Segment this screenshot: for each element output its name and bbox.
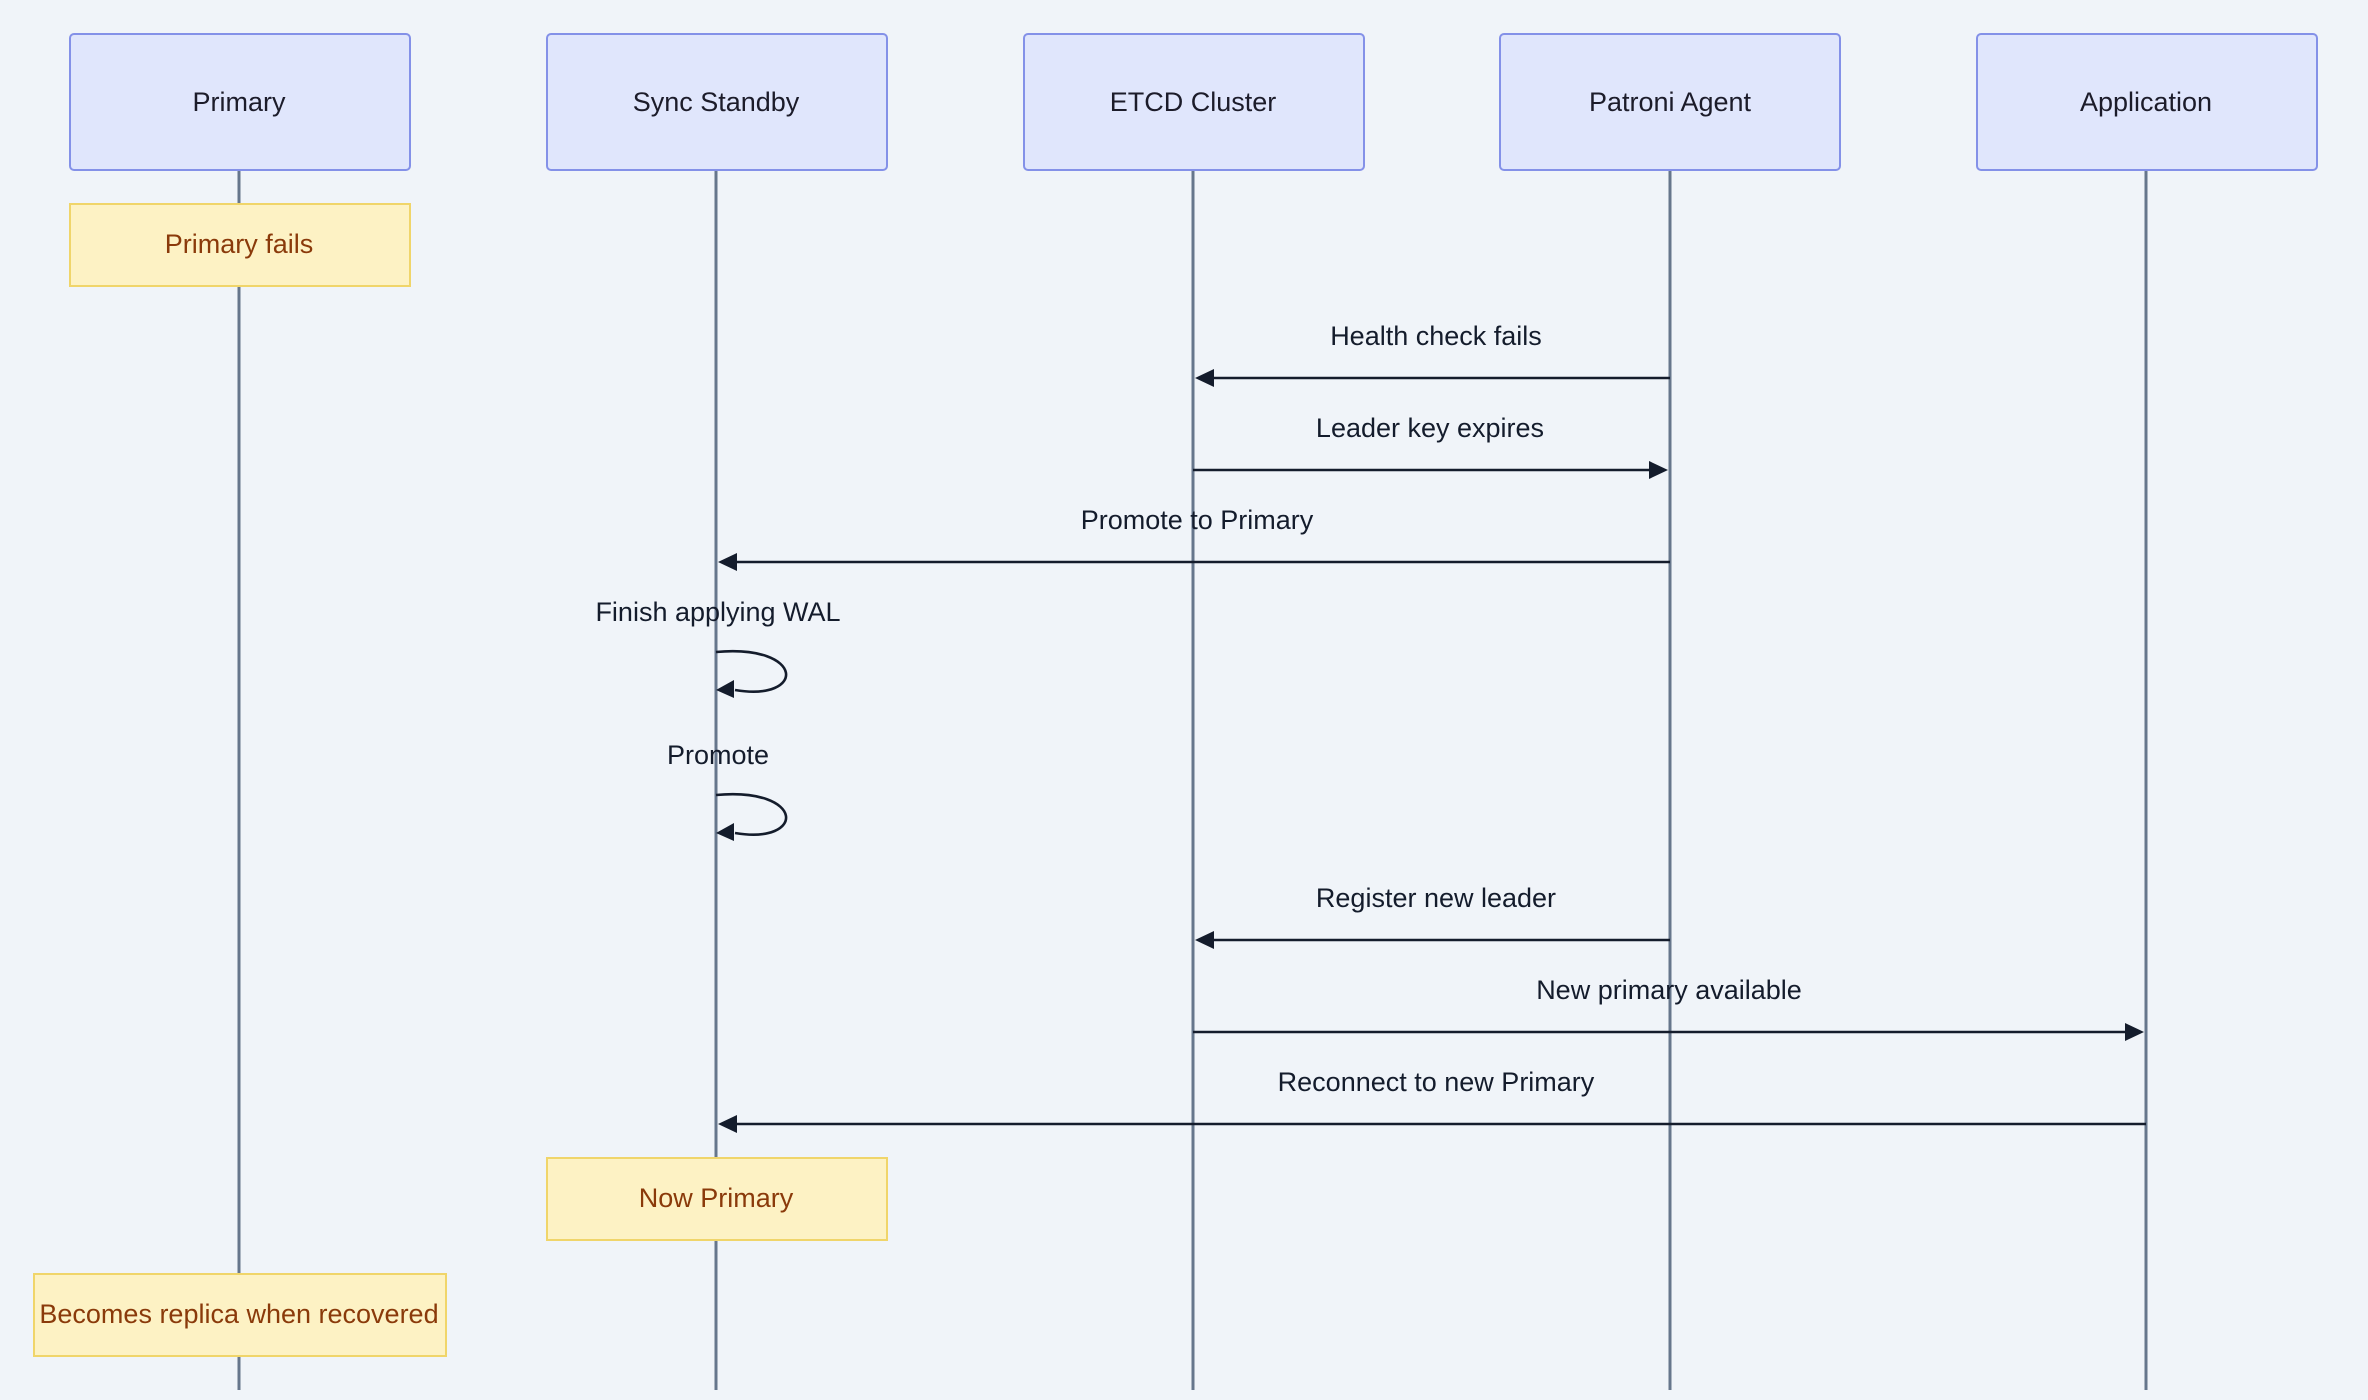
message-new-primary-available: New primary available [1193, 975, 2144, 1041]
arrow-head [716, 823, 734, 841]
arrow-head [1195, 369, 1214, 387]
message-health-check-fails: Health check fails [1195, 321, 1670, 387]
actor-primary[interactable]: Primary [69, 33, 411, 171]
actor-patroni-agent[interactable]: Patroni Agent [1499, 33, 1841, 171]
actor-label: Primary [193, 87, 286, 117]
message-label: Register new leader [1316, 883, 1556, 913]
arrow-head [1195, 931, 1214, 949]
actor-application[interactable]: Application [1976, 33, 2318, 171]
message-register-new-leader: Register new leader [1195, 883, 1670, 949]
self-loop-arrow [715, 792, 788, 836]
actor-label: ETCD Cluster [1110, 87, 1277, 117]
actor-sync-standby[interactable]: Sync Standby [546, 33, 888, 171]
lifelines [237, 170, 2148, 1390]
message-label: Finish applying WAL [595, 597, 840, 627]
message-promote-to-primary: Promote to Primary [718, 505, 1670, 571]
arrow-head [718, 553, 737, 571]
message-promote: Promote [667, 740, 788, 841]
note-text: Now Primary [639, 1183, 794, 1213]
note-now-primary: Now Primary [546, 1157, 888, 1241]
actor-label: Patroni Agent [1589, 87, 1752, 117]
actor-etcd-cluster[interactable]: ETCD Cluster [1023, 33, 1365, 171]
note-text: Becomes replica when recovered [39, 1299, 438, 1329]
message-label: Reconnect to new Primary [1278, 1067, 1595, 1097]
message-reconnect-to-new-primary: Reconnect to new Primary [718, 1067, 2146, 1133]
actor-label: Application [2080, 87, 2212, 117]
arrow-head [716, 680, 734, 698]
message-label: New primary available [1536, 975, 1802, 1005]
actor-label: Sync Standby [633, 87, 800, 117]
note-primary-fails: Primary fails [69, 203, 411, 287]
arrow-head [2125, 1023, 2144, 1041]
message-finish-applying-wal: Finish applying WAL [595, 597, 841, 698]
arrow-head [1649, 461, 1668, 479]
message-label: Leader key expires [1316, 413, 1544, 443]
arrow-head [718, 1115, 737, 1133]
message-label: Promote [667, 740, 769, 770]
note-text: Primary fails [165, 229, 314, 259]
notes: Primary fails Now Primary Becomes replic… [33, 203, 888, 1357]
actors: Primary Sync Standby ETCD Cluster Patron… [69, 33, 2318, 171]
message-label: Promote to Primary [1081, 505, 1314, 535]
note-becomes-replica: Becomes replica when recovered [33, 1273, 447, 1357]
messages: Health check fails Leader key expires Pr… [595, 321, 2146, 1133]
message-leader-key-expires: Leader key expires [1193, 413, 1668, 479]
self-loop-arrow [715, 649, 788, 693]
message-label: Health check fails [1330, 321, 1542, 351]
